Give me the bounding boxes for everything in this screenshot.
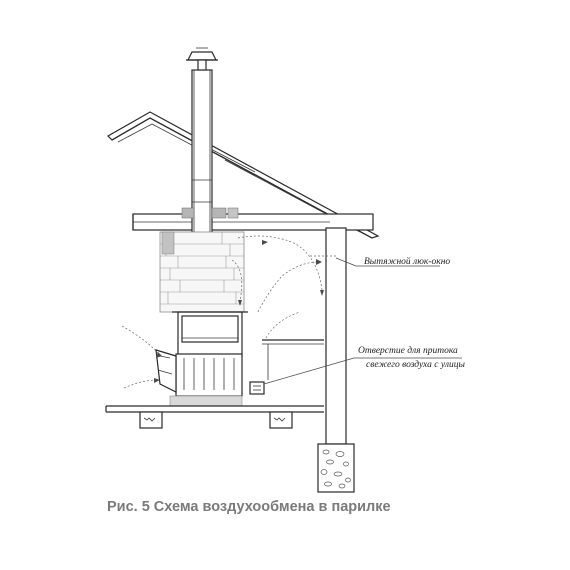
fresh-air-inlet <box>249 381 265 395</box>
figure-caption: Рис. 5 Схема воздухообмена в парилке <box>107 499 391 515</box>
callout-leaders <box>263 257 462 385</box>
bench <box>262 339 324 380</box>
outer-wall <box>317 227 355 493</box>
callout-fresh-air-line2: свежего воздуха с улицы <box>366 359 465 370</box>
callout-fresh-air-line1: Отверстие для притока <box>358 345 458 356</box>
floor <box>105 395 324 429</box>
callout-exhaust-hatch: Вытяжной люк-окно <box>364 256 450 267</box>
airflow-arrows <box>121 235 336 389</box>
stove <box>155 311 248 402</box>
